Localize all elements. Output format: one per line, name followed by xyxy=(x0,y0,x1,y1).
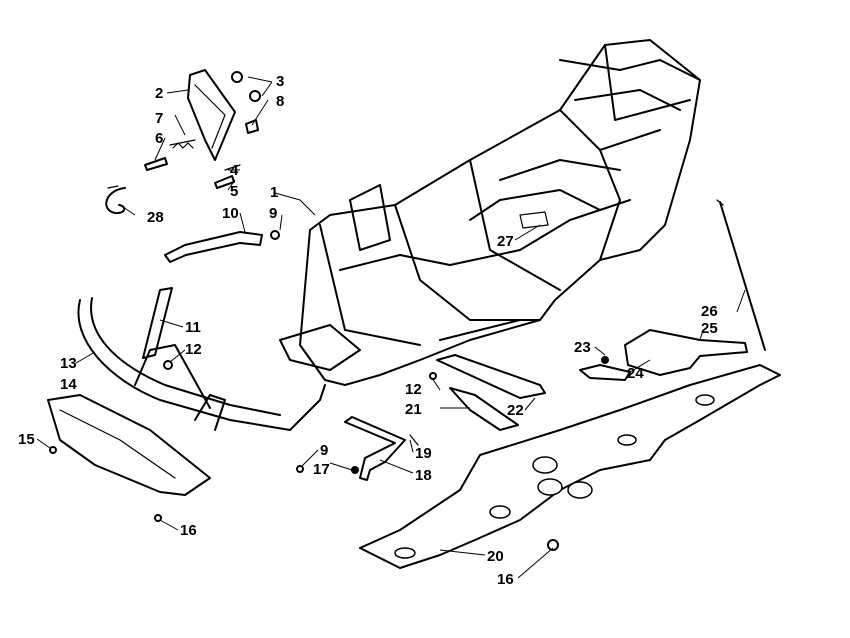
callout-17: 17 xyxy=(313,461,330,478)
nut-8 xyxy=(245,119,259,134)
bumper-brace-11 xyxy=(142,287,173,359)
callout-16-front: 16 xyxy=(180,522,197,539)
main-frame xyxy=(279,39,701,386)
callout-28: 28 xyxy=(147,209,164,226)
screw-15 xyxy=(49,446,57,454)
bracket-18 xyxy=(296,416,419,481)
pads xyxy=(429,354,546,431)
callout-18: 18 xyxy=(415,467,432,484)
bracket-10 xyxy=(164,230,280,263)
front-bumper xyxy=(77,287,326,431)
callout-25: 25 xyxy=(701,320,718,337)
callout-4: 4 xyxy=(230,162,239,179)
callout-19: 19 xyxy=(415,445,432,462)
callout-3: 3 xyxy=(276,73,284,90)
callout-labels: 1 2 3 4 5 6 7 8 9 9 10 11 12 12 13 14 15… xyxy=(18,73,718,588)
callout-9-top: 9 xyxy=(269,205,277,222)
screw-3-bottom xyxy=(249,90,261,102)
rear-skid-plate xyxy=(359,364,781,569)
callout-6: 6 xyxy=(155,130,163,147)
rod-26 xyxy=(716,199,766,351)
bracket-24 xyxy=(579,364,631,381)
callout-26: 26 xyxy=(701,303,718,320)
callout-8: 8 xyxy=(276,93,284,110)
callout-23: 23 xyxy=(574,339,591,356)
callout-9-bottom: 9 xyxy=(320,442,328,459)
pad-22 xyxy=(436,354,546,399)
callout-20: 20 xyxy=(487,548,504,565)
callout-24: 24 xyxy=(627,365,644,382)
pin-4 xyxy=(224,164,241,171)
screw-12-left xyxy=(163,360,173,370)
screw-16-rear xyxy=(547,539,559,551)
callout-15: 15 xyxy=(18,431,35,448)
nut-17 xyxy=(351,466,359,474)
callout-12-left: 12 xyxy=(185,341,202,358)
callout-16-rear: 16 xyxy=(497,571,514,588)
screw-16-front xyxy=(154,514,162,522)
spring-7 xyxy=(172,142,194,149)
callout-7: 7 xyxy=(155,110,163,127)
rear-bracket-25 xyxy=(579,329,748,381)
callout-12-center: 12 xyxy=(405,381,422,398)
screw-3-top xyxy=(231,71,243,83)
headlight-assembly xyxy=(144,69,261,189)
callout-1: 1 xyxy=(270,184,278,201)
nut-23 xyxy=(601,356,609,364)
leader-lines xyxy=(36,76,746,579)
bolt-6 xyxy=(144,157,168,171)
callout-22: 22 xyxy=(507,402,524,419)
washer-9-bottom xyxy=(296,465,304,473)
callout-21: 21 xyxy=(405,401,422,418)
pad-21 xyxy=(449,387,519,431)
callout-14: 14 xyxy=(60,376,77,393)
callout-10: 10 xyxy=(222,205,239,222)
headlight-bezel xyxy=(187,69,236,161)
callout-11: 11 xyxy=(185,319,201,336)
callout-27: 27 xyxy=(497,233,514,250)
front-skid-plate xyxy=(47,394,211,522)
callout-2: 2 xyxy=(155,85,163,102)
callout-13: 13 xyxy=(60,355,77,372)
clamp-ring xyxy=(105,185,126,215)
callout-5: 5 xyxy=(230,183,238,200)
